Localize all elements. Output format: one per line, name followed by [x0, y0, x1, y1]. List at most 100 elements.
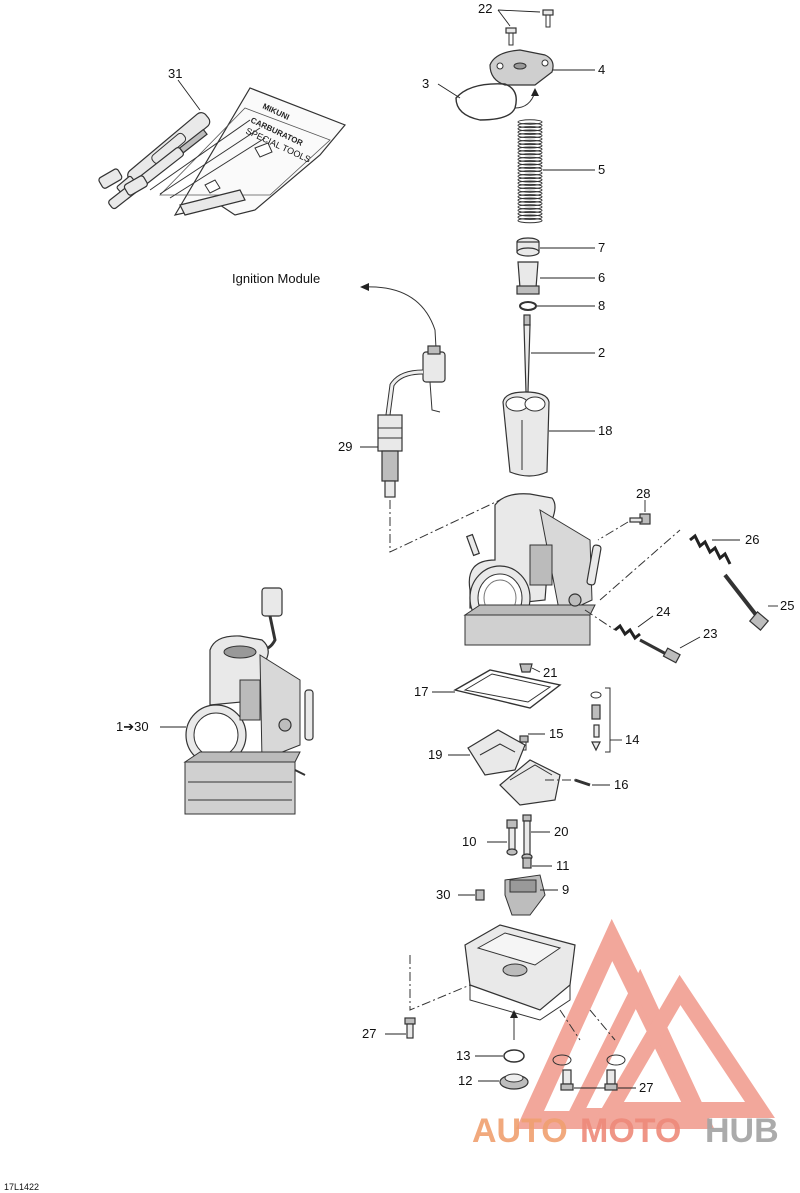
- spring-coil: [517, 122, 543, 129]
- spring-coil: [517, 139, 543, 146]
- callout-26: 26: [745, 532, 759, 547]
- ignition-connector: [385, 345, 446, 416]
- screw-23: [639, 638, 681, 664]
- callout-1to30: 1➔30: [116, 719, 149, 734]
- spring-coil: [517, 217, 543, 224]
- dash-27-left: [409, 955, 471, 1011]
- screw-22-left: [505, 27, 517, 46]
- float-19: [467, 729, 561, 806]
- callout-16: 16: [614, 777, 628, 792]
- callout-10: 10: [462, 834, 476, 849]
- callout-12: 12: [458, 1073, 472, 1088]
- dash-27-right-b: [589, 1009, 616, 1041]
- spring-5: [517, 119, 543, 224]
- callout-23: 23: [703, 626, 717, 641]
- dash-27-right-a: [559, 1009, 581, 1041]
- ignition-module-label: Ignition Module: [232, 271, 320, 286]
- spring-coil: [517, 149, 543, 156]
- small-screw-30: [475, 889, 485, 901]
- callout-7: 7: [598, 240, 605, 255]
- callout-2: 2: [598, 345, 605, 360]
- gasket-3: [455, 83, 517, 121]
- screw-27-left: [404, 1017, 416, 1039]
- small-jet-21: [519, 663, 533, 673]
- automotohub-watermark-text: AUTO MOTO HUB: [472, 1112, 779, 1150]
- diagram-id: 17L1422: [4, 1182, 39, 1192]
- callout-18: 18: [598, 423, 612, 438]
- float-bowl: [464, 924, 576, 1021]
- arrow-head-cap: [531, 88, 539, 96]
- callout-31: 31: [168, 66, 182, 81]
- spring-coil: [517, 126, 543, 132]
- leader-22a: [497, 9, 511, 27]
- callout-20: 20: [554, 824, 568, 839]
- spring-coil: [517, 204, 543, 210]
- spring-coil: [517, 190, 543, 197]
- spring-coil: [517, 146, 543, 152]
- drain-plug-12: [499, 1073, 529, 1090]
- callout-21: 21: [543, 665, 557, 680]
- leader-24: [637, 615, 654, 628]
- bowl-arrow-head: [510, 1010, 518, 1018]
- special-tools-kit: MIKUNI CARBURATOR SPECIAL TOOLS: [98, 87, 346, 216]
- spring-coil: [517, 119, 543, 125]
- pilot-jet-10: [506, 819, 518, 856]
- spring-coil: [517, 136, 543, 142]
- callout-14: 14: [625, 732, 639, 747]
- needle-valve-kit-14: [590, 687, 611, 753]
- spring-coil: [517, 163, 543, 169]
- leader-22b: [497, 9, 541, 13]
- main-jet-11: [522, 857, 532, 869]
- spring-coil: [517, 166, 543, 173]
- automotohub-watermark-logo: [516, 918, 775, 1129]
- callout-19: 19: [428, 747, 442, 762]
- needle-jet-20: [521, 814, 533, 861]
- screw-22-right: [542, 9, 554, 28]
- spring-coil: [517, 187, 543, 193]
- e-clip-8: [519, 301, 537, 311]
- leader-23: [679, 636, 701, 649]
- callout-15: 15: [549, 726, 563, 741]
- screw-27-right-a: [560, 1069, 574, 1091]
- dash-24: [584, 609, 616, 631]
- ignition-arrow-line: [364, 286, 437, 349]
- spring-coil: [517, 153, 543, 159]
- jet-needle-2: [523, 314, 531, 393]
- screw-27-right-b: [604, 1069, 618, 1091]
- carburetor-body: [463, 493, 602, 646]
- spring-seat-7: [516, 237, 540, 257]
- spring-coil: [517, 156, 543, 163]
- spring-coil: [517, 170, 543, 176]
- spring-coil: [517, 211, 543, 217]
- washer-right-a: [552, 1054, 572, 1066]
- callout-28: 28: [636, 486, 650, 501]
- watermark-auto: AUTO: [472, 1112, 568, 1150]
- callout-30: 30: [436, 887, 450, 902]
- spring-coil: [517, 177, 543, 183]
- watermark-moto: MOTO: [580, 1112, 681, 1150]
- throttle-valve-18: [502, 391, 550, 477]
- spring-24: [614, 623, 641, 641]
- callout-9: 9: [562, 882, 569, 897]
- needle-holder-6: [516, 261, 540, 295]
- assembled-carburetor: [183, 587, 314, 815]
- spring-coil: [517, 207, 543, 214]
- spring-coil: [517, 183, 543, 190]
- spring-26: [689, 533, 732, 565]
- leader-3: [437, 83, 461, 99]
- leader-31: [177, 79, 201, 111]
- spring-coil: [517, 200, 543, 207]
- ignition-arrow-head: [360, 283, 369, 291]
- callout-11: 11: [556, 858, 570, 873]
- screw-28: [629, 513, 651, 525]
- callout-27a: 27: [362, 1026, 376, 1041]
- gasket-17: [453, 669, 562, 709]
- callout-29: 29: [338, 439, 352, 454]
- spring-coil: [517, 160, 543, 166]
- spring-coil: [517, 180, 543, 186]
- washer-right-b: [606, 1054, 626, 1066]
- callout-5: 5: [598, 162, 605, 177]
- spring-coil: [517, 173, 543, 180]
- screw-25: [723, 573, 770, 631]
